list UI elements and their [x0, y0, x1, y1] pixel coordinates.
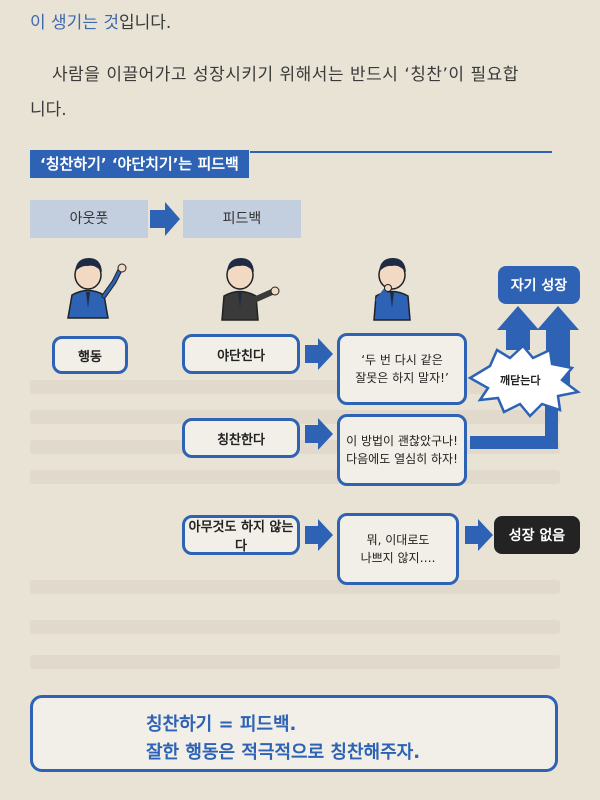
up-arrow-left [497, 306, 539, 350]
speech-praise-line-1: 이 방법이 괜찮았구나! [346, 434, 458, 448]
no-growth-box: 성장 없음 [494, 516, 580, 554]
arrow-praise [305, 418, 333, 450]
section-rule [250, 151, 552, 153]
speech-nothing-line-2: 나쁘지 않지…. [360, 551, 436, 565]
intro-line-1-rest: 입니다. [119, 13, 172, 33]
realize-label: 깨닫는다 [500, 374, 541, 387]
praise-box: 칭찬한다 [182, 418, 300, 458]
speech-scold-line-2: 잘못은 하지 말자!’ [355, 371, 449, 385]
arrow-scold [305, 338, 333, 370]
self-growth-box: 자기 성장 [498, 266, 580, 304]
speech-scold: ‘두 번 다시 같은 잘못은 하지 말자!’ [337, 333, 467, 405]
arrow-no-growth [465, 519, 493, 551]
summary-callout [30, 695, 558, 772]
callout-line-2: 잘한 행동은 적극적으로 칭찬해주자. [146, 742, 421, 763]
section-title: ‘칭찬하기’ ‘야단치기’는 피드백 [30, 150, 249, 178]
person-thinking-icon [373, 258, 411, 321]
intro-highlight: 이 생기는 것 [30, 13, 120, 33]
intro-line-2: 사람을 이끌어가고 성장시키기 위해서는 반드시 ‘칭찬’이 필요합 [52, 65, 519, 85]
do-nothing-box: 아무것도 하지 않는다 [182, 515, 300, 555]
scold-box: 야단친다 [182, 334, 300, 374]
person-raising-hand-icon [67, 258, 127, 319]
callout-line-1: 칭찬하기 = 피드백. [146, 714, 297, 735]
arrow-nothing [305, 519, 333, 551]
speech-nothing: 뭐, 이대로도 나쁘지 않지…. [337, 513, 459, 585]
flow-header-arrow [150, 202, 180, 236]
speech-praise-line-2: 다음에도 열심히 하자! [346, 452, 458, 466]
bleed-line [30, 655, 560, 669]
intro-line-1: 이 생기는 것입니다. [30, 8, 171, 33]
realize-burst [467, 344, 581, 418]
action-box: 행동 [52, 336, 128, 374]
intro-line-3: 니다. [30, 100, 67, 120]
speech-praise: 이 방법이 괜찮았구나! 다음에도 열심히 하자! [337, 414, 467, 486]
speech-scold-line-1: ‘두 번 다시 같은 [361, 353, 443, 367]
flow-outcome-box: 아웃풋 [30, 200, 148, 238]
flow-feedback-box: 피드백 [183, 200, 301, 238]
person-pointing-icon [221, 258, 280, 321]
bleed-line [30, 620, 560, 634]
speech-nothing-line-1: 뭐, 이대로도 [366, 533, 430, 547]
